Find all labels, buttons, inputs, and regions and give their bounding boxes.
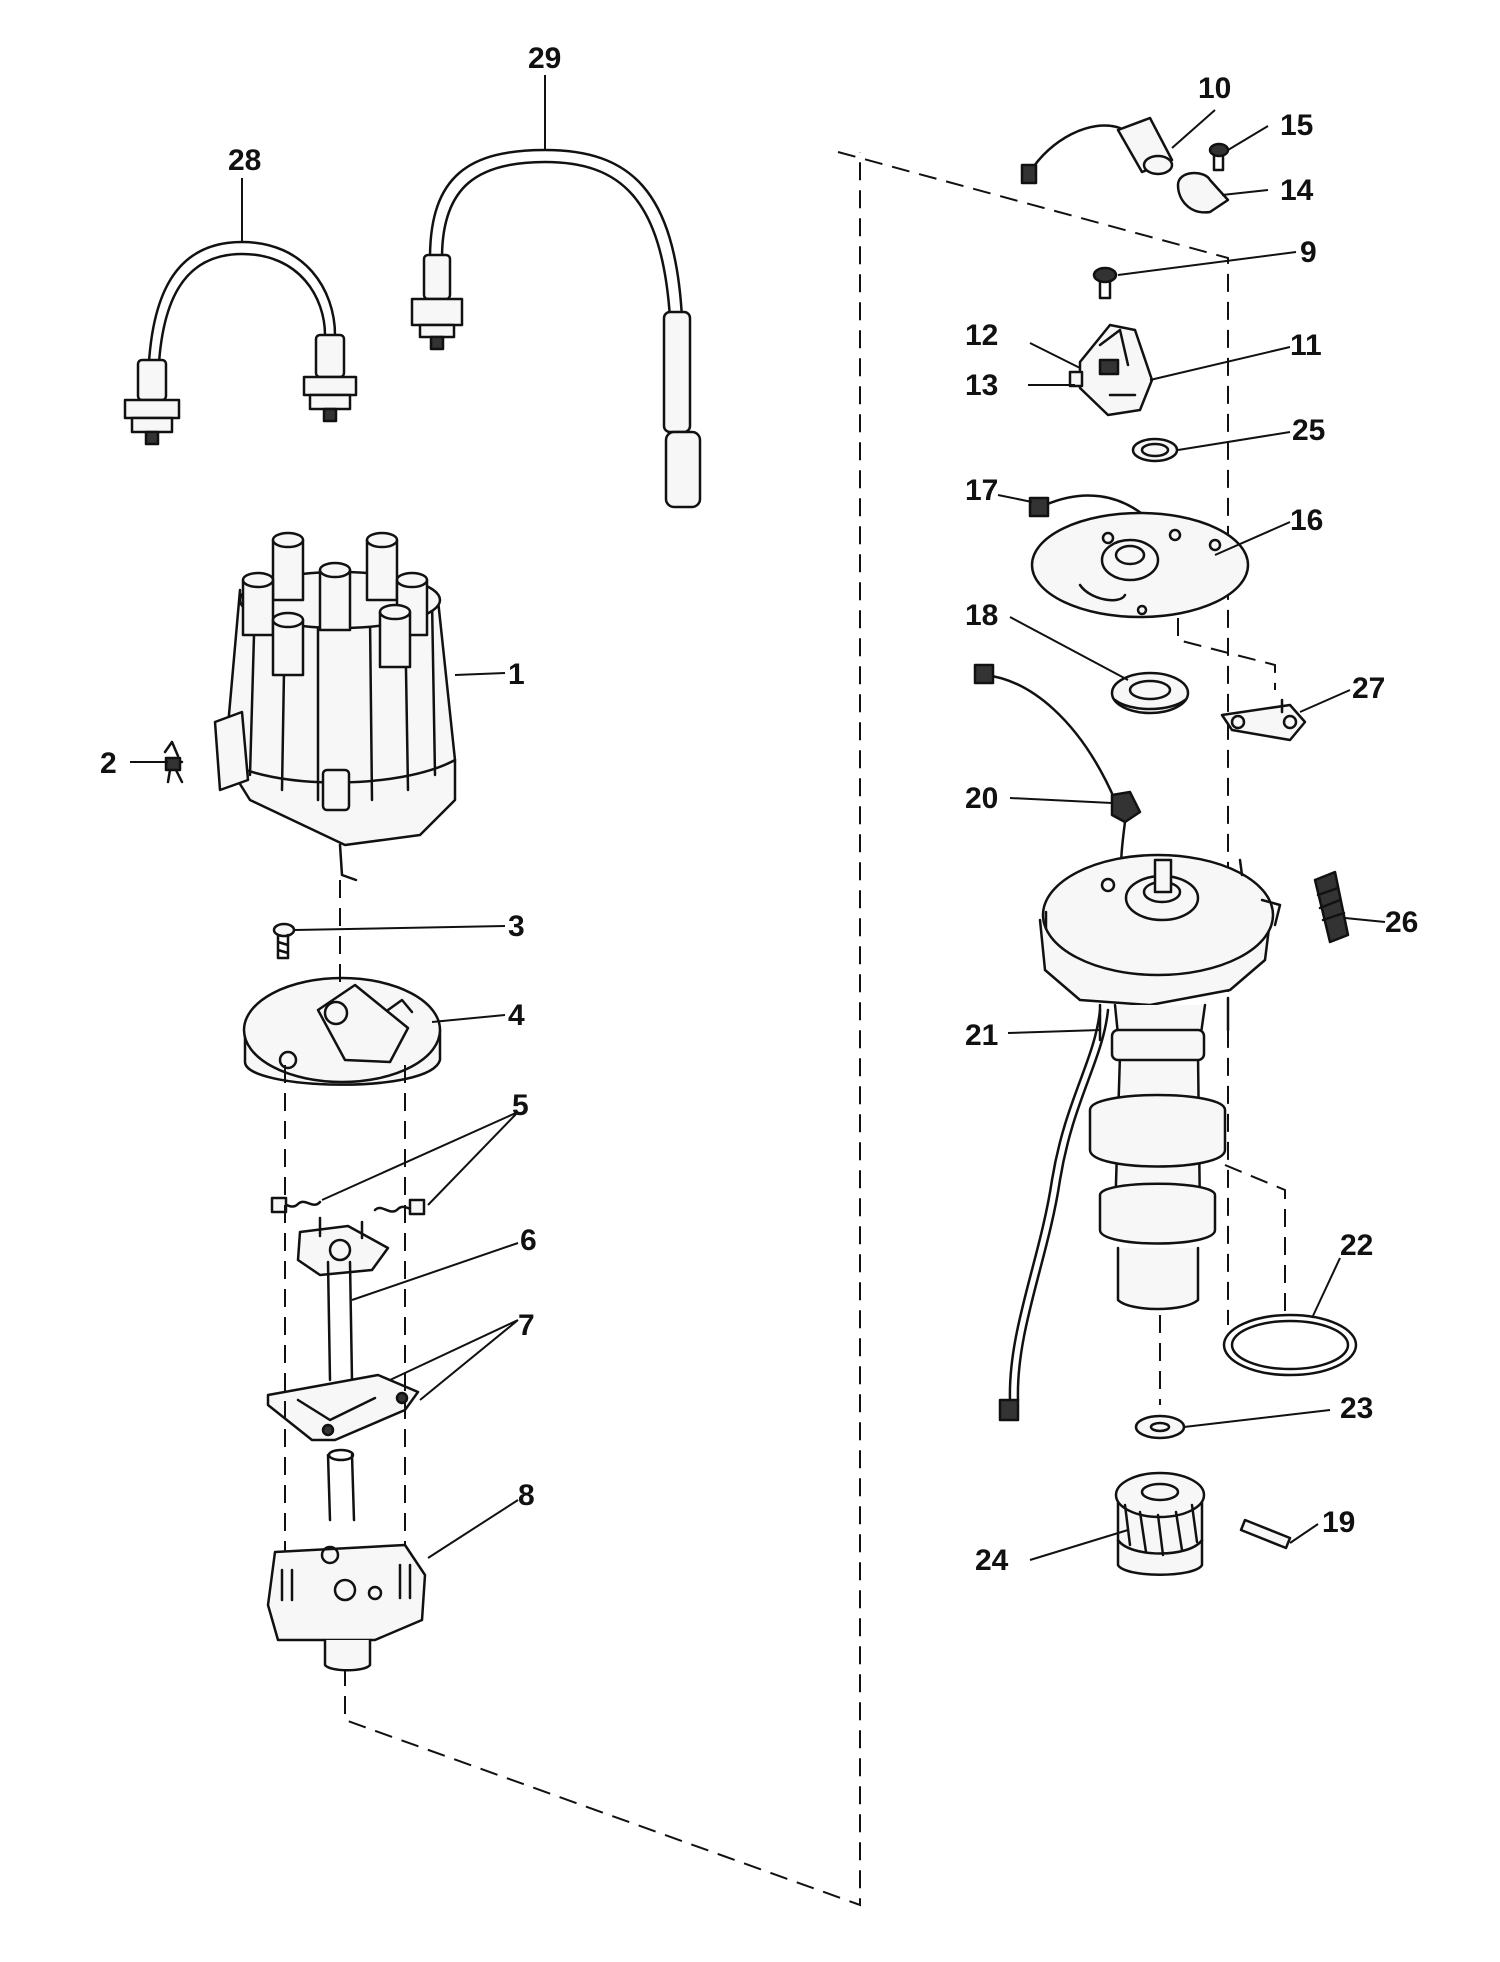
part-2-cap-latch [163,740,184,784]
callout-4: 4 [508,999,525,1032]
part-7-advance-weights [266,1373,420,1522]
part-27-link [1220,698,1307,742]
part-10-condenser [1020,116,1174,185]
part-9-screw [1092,266,1118,300]
callout-2: 2 [100,747,117,780]
callout-16: 16 [1290,504,1323,537]
callout-7: 7 [518,1309,535,1342]
part-19-roll-pin [1239,1518,1292,1550]
part-26-spring [1313,870,1350,944]
part-5-weight-springs [270,1196,426,1216]
plate-link-dashed [1177,618,1276,690]
callout-25: 25 [1292,414,1325,447]
callout-15: 15 [1280,109,1313,142]
callout-19: 19 [1322,1506,1355,1539]
callout-1: 1 [508,658,525,691]
part-16-breaker-plate [1030,511,1250,619]
callout-27: 27 [1352,672,1385,705]
assembly-dashed-connection [344,151,1229,1907]
part-21-housing [998,853,1282,1422]
leader-lines [130,75,1386,1561]
callout-24: 24 [975,1544,1009,1577]
part-17-lead-wire [1028,494,1157,527]
callout-28: 28 [228,144,261,177]
callout-6: 6 [520,1224,537,1257]
part-29-spark-plug-wire-long [410,148,702,509]
part-24-drive-gear [1114,1471,1206,1576]
housing-ring-dashed [1224,1164,1286,1318]
left-stack-alignment [284,880,406,1552]
part-11-contact-set [1068,323,1154,417]
part-23-washer [1134,1414,1186,1440]
callout-26: 26 [1385,906,1418,939]
callout-labels: 1 2 3 4 5 6 7 8 9 10 11 12 13 14 15 16 1… [100,42,1418,1577]
part-1-distributor-cap [213,531,457,882]
part-25-ring [1131,437,1179,463]
part-3-rotor-screw [272,922,296,960]
callout-12: 12 [965,319,998,352]
callout-17: 17 [965,474,998,507]
part-18-felt-washer [1110,671,1190,715]
callout-8: 8 [518,1479,535,1512]
part-15-screw [1208,142,1230,172]
callout-21: 21 [965,1019,998,1052]
callout-5: 5 [512,1089,529,1122]
callout-20: 20 [965,782,998,815]
callout-3: 3 [508,910,525,943]
callout-11: 11 [1290,329,1322,362]
part-28-spark-plug-wire-short [123,240,358,446]
callout-9: 9 [1300,236,1317,269]
part-22-o-ring [1222,1313,1358,1377]
part-14-condenser-bracket [1176,171,1230,214]
callout-10: 10 [1198,72,1231,105]
callout-23: 23 [1340,1392,1373,1425]
callout-13: 13 [965,369,998,402]
callout-18: 18 [965,599,998,632]
part-6-cam-assembly [296,1216,390,1382]
callout-14: 14 [1280,174,1314,207]
part-4-rotor [242,976,442,1086]
callout-22: 22 [1340,1229,1373,1262]
callout-29: 29 [528,42,561,75]
part-8-base-plate [266,1543,427,1672]
